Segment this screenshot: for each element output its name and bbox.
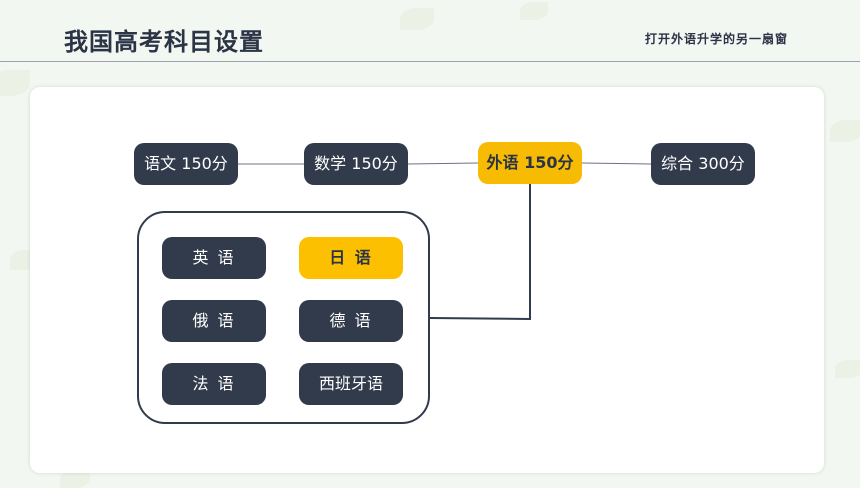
connector-foreign-comprehensive [581, 162, 652, 165]
background-leaf [830, 120, 860, 142]
page-title: 我国高考科目设置 [64, 28, 264, 56]
subject-math: 数学 150分 [304, 143, 408, 185]
subject-chinese: 语文 150分 [134, 143, 238, 185]
language-german: 德 语 [299, 300, 403, 342]
connector-math-foreign [407, 162, 479, 165]
background-leaf [400, 8, 434, 30]
connector-foreign-languages [429, 184, 531, 321]
language-english: 英 语 [162, 237, 266, 279]
background-leaf [520, 2, 548, 20]
background-leaf [835, 360, 860, 378]
language-spanish: 西班牙语 [299, 363, 403, 405]
language-russian: 俄 语 [162, 300, 266, 342]
subject-comprehensive: 综合 300分 [651, 143, 755, 185]
subject-foreign-language: 外语 150分 [478, 142, 582, 184]
language-french: 法 语 [162, 363, 266, 405]
header-divider [0, 61, 860, 62]
language-japanese: 日 语 [299, 237, 403, 279]
page-subtitle: 打开外语升学的另一扇窗 [644, 32, 788, 46]
